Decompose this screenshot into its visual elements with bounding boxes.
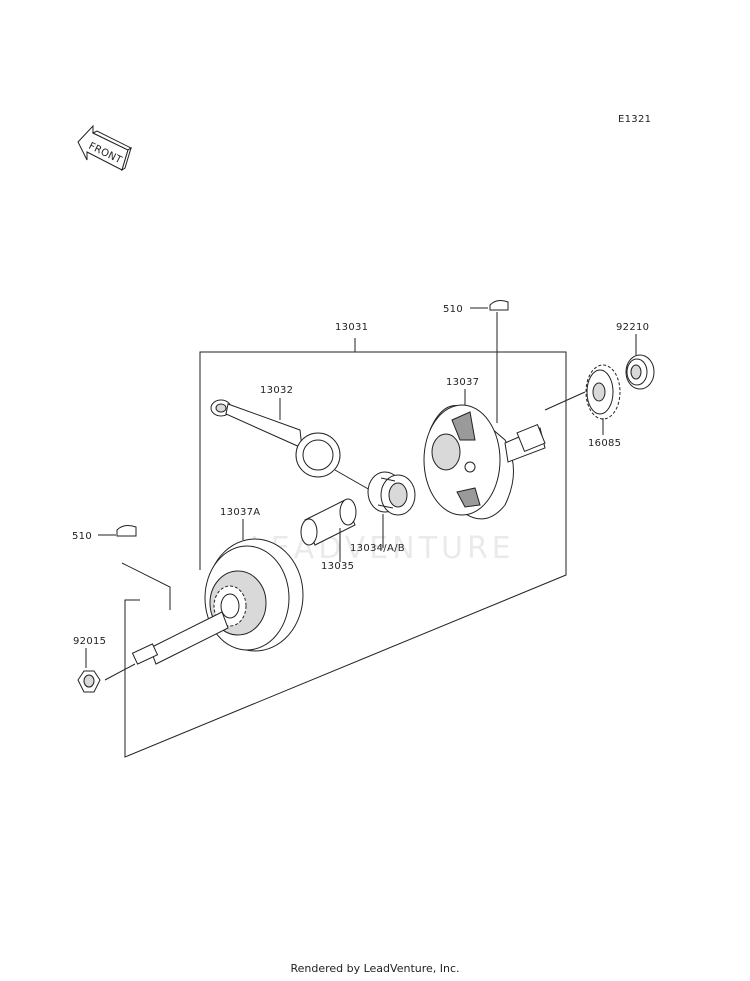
connecting-rod bbox=[210, 398, 371, 491]
label-13034: 13034/A/B bbox=[350, 543, 405, 554]
label-13037a: 13037A bbox=[220, 507, 260, 518]
crank-pin bbox=[300, 498, 357, 562]
label-13037: 13037 bbox=[446, 377, 479, 388]
front-arrow-icon: FRONT bbox=[77, 124, 132, 172]
gear-16085 bbox=[544, 364, 621, 435]
assembly-outline bbox=[124, 338, 567, 758]
label-92210: 92210 bbox=[616, 322, 649, 333]
label-13035: 13035 bbox=[321, 561, 354, 572]
diagram-code: E1321 bbox=[618, 114, 651, 125]
label-510-left: 510 bbox=[72, 531, 92, 542]
footer-credit: Rendered by LeadVenture, Inc. bbox=[290, 962, 460, 975]
label-16085: 16085 bbox=[588, 438, 621, 449]
woodruff-key-top bbox=[470, 300, 509, 423]
needle-bearing bbox=[367, 471, 416, 548]
nut-right bbox=[625, 334, 655, 390]
watermark: LEADVENTURE bbox=[250, 531, 515, 566]
crank-half-right bbox=[423, 389, 546, 520]
woodruff-key-left bbox=[98, 525, 171, 610]
nut-left bbox=[77, 648, 136, 693]
label-92015: 92015 bbox=[73, 636, 106, 647]
label-510-top: 510 bbox=[443, 304, 463, 315]
label-13031: 13031 bbox=[335, 322, 368, 333]
crank-half-left bbox=[131, 519, 304, 665]
label-13032: 13032 bbox=[260, 385, 293, 396]
